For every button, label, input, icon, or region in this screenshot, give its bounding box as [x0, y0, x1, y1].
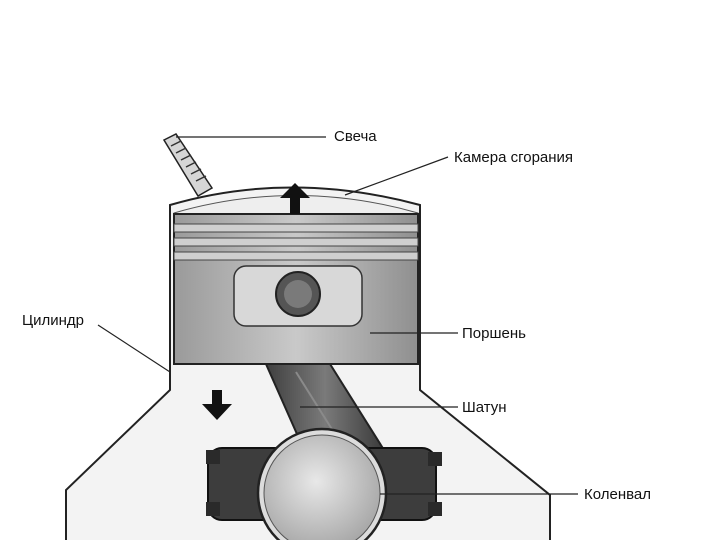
piston-ring-2: [174, 238, 418, 246]
label-combustion-chamber: Камера сгорания: [454, 149, 573, 166]
piston-ring-1: [174, 224, 418, 232]
label-cylinder: Цилиндр: [22, 312, 84, 329]
label-connecting-rod: Шатун: [462, 399, 507, 416]
leader-cylinder: [98, 325, 170, 372]
piston: [174, 214, 418, 364]
piston-ring-3: [174, 252, 418, 260]
label-crankshaft: Коленвал: [584, 486, 651, 503]
label-spark-plug: Свеча: [334, 128, 377, 145]
spark-plug: [164, 134, 212, 196]
leader-combustion-chamber: [345, 157, 448, 195]
label-piston: Поршень: [462, 325, 526, 342]
